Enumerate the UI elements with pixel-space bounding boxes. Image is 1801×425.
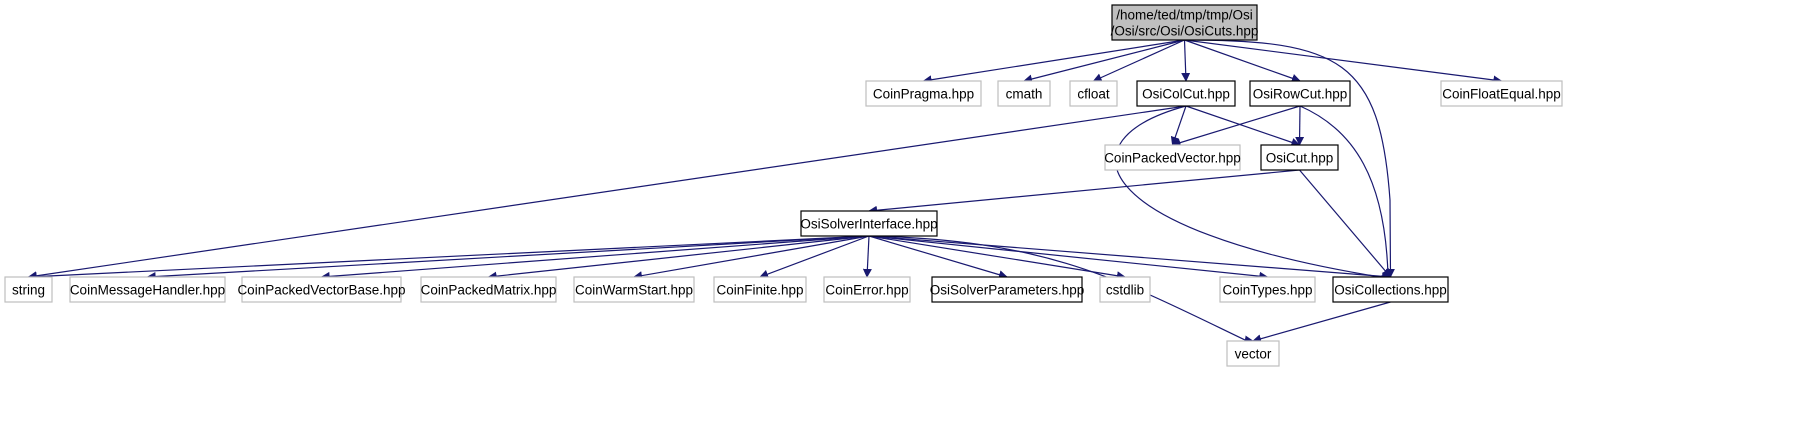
edge-osisolverinterface-to-coinpackedvectorbase bbox=[320, 235, 870, 281]
node-cmath: cmath bbox=[997, 80, 1051, 107]
node-cfloat: cfloat bbox=[1069, 80, 1118, 107]
node-osisolverparameters[interactable]: OsiSolverParameters.hpp bbox=[930, 276, 1085, 303]
edge-osicut-to-osisolverinterface bbox=[868, 169, 1300, 215]
node-box-coinpragma bbox=[865, 80, 982, 107]
edge-osisolverinterface-to-string bbox=[27, 235, 870, 282]
node-label-root-line-2: /Osi/src/Osi/OsiCuts.hpp bbox=[1111, 24, 1259, 39]
edge-osicolcut-to-osicut bbox=[1185, 105, 1301, 147]
edge-osisolverinterface-to-coinpackedmatrix bbox=[487, 235, 870, 281]
node-label-coinpackedvector: CoinPackedVector.hpp bbox=[1104, 151, 1241, 166]
node-box-osicolcut bbox=[1136, 80, 1236, 107]
node-label-coinpackedvectorbase: CoinPackedVectorBase.hpp bbox=[237, 283, 405, 298]
node-label-coinfloatequal: CoinFloatEqual.hpp bbox=[1442, 87, 1561, 102]
node-cstdlib: cstdlib bbox=[1099, 276, 1151, 303]
node-coinfloatequal: CoinFloatEqual.hpp bbox=[1440, 80, 1563, 107]
node-label-root-line-1: /home/ted/tmp/tmp/Osi bbox=[1116, 8, 1253, 23]
node-box-coinpackedvectorbase bbox=[241, 276, 402, 303]
node-coinwarmstart: CoinWarmStart.hpp bbox=[573, 276, 695, 303]
node-box-osicut bbox=[1260, 144, 1339, 171]
node-label-cstdlib: cstdlib bbox=[1106, 283, 1144, 298]
node-coinpackedvector: CoinPackedVector.hpp bbox=[1104, 144, 1241, 171]
node-label-coinfinite: CoinFinite.hpp bbox=[716, 283, 803, 298]
edge-osisolverinterface-to-cointypes bbox=[868, 235, 1269, 281]
node-box-osisolverinterface bbox=[800, 210, 938, 237]
edges-layer bbox=[27, 39, 1503, 345]
node-box-coinpackedmatrix bbox=[420, 276, 557, 303]
node-label-osisolverparameters: OsiSolverParameters.hpp bbox=[930, 283, 1085, 298]
node-box-coinwarmstart bbox=[573, 276, 695, 303]
node-box-cmath bbox=[997, 80, 1051, 107]
edge-root-to-cmath bbox=[1023, 39, 1185, 84]
node-osicut[interactable]: OsiCut.hpp bbox=[1260, 144, 1339, 171]
nodes-layer: /home/ted/tmp/tmp/Osi/Osi/src/Osi/OsiCut… bbox=[4, 4, 1563, 367]
node-box-string bbox=[4, 276, 53, 303]
edge-osicolcut-to-coinpackedvector bbox=[1170, 105, 1187, 146]
edge-root-to-osirowcut bbox=[1184, 39, 1301, 83]
node-label-coinpragma: CoinPragma.hpp bbox=[873, 87, 974, 102]
node-label-coinwarmstart: CoinWarmStart.hpp bbox=[575, 283, 693, 298]
node-box-coinfinite bbox=[713, 276, 807, 303]
node-box-osirowcut bbox=[1249, 80, 1351, 107]
edge-root-to-coinfloatequal bbox=[1184, 39, 1503, 85]
edge-osisolverinterface-to-coinerror bbox=[862, 235, 872, 278]
node-box-coinerror bbox=[823, 276, 911, 303]
node-label-osirowcut: OsiRowCut.hpp bbox=[1253, 87, 1348, 102]
node-box-osisolverparameters bbox=[931, 276, 1083, 303]
node-box-cointypes bbox=[1219, 276, 1316, 303]
node-label-cfloat: cfloat bbox=[1077, 87, 1110, 102]
edge-root-to-coinpragma bbox=[922, 39, 1185, 85]
node-label-osisolverinterface: OsiSolverInterface.hpp bbox=[800, 217, 937, 232]
node-coinerror: CoinError.hpp bbox=[823, 276, 911, 303]
node-box-coinfloatequal bbox=[1440, 80, 1563, 107]
edge-osisolverinterface-to-cstdlib bbox=[868, 235, 1126, 281]
node-coinpackedvectorbase: CoinPackedVectorBase.hpp bbox=[237, 276, 406, 303]
edge-osicut-to-osicollections bbox=[1299, 169, 1392, 278]
node-box-osicollections bbox=[1332, 276, 1449, 303]
node-osirowcut[interactable]: OsiRowCut.hpp bbox=[1249, 80, 1351, 107]
node-box-cstdlib bbox=[1099, 276, 1151, 303]
node-cointypes: CoinTypes.hpp bbox=[1219, 276, 1316, 303]
node-coinpackedmatrix: CoinPackedMatrix.hpp bbox=[420, 276, 557, 303]
node-string: string bbox=[4, 276, 53, 303]
edge-osisolverinterface-to-coinwarmstart bbox=[633, 235, 870, 281]
node-label-coinpackedmatrix: CoinPackedMatrix.hpp bbox=[421, 283, 557, 298]
edge-osisolverinterface-to-coinmessagehandler bbox=[146, 235, 870, 282]
node-label-cmath: cmath bbox=[1006, 87, 1043, 102]
node-osicolcut[interactable]: OsiColCut.hpp bbox=[1136, 80, 1236, 107]
node-coinmessagehandler: CoinMessageHandler.hpp bbox=[69, 276, 226, 303]
node-label-cointypes: CoinTypes.hpp bbox=[1222, 283, 1312, 298]
node-coinfinite: CoinFinite.hpp bbox=[713, 276, 807, 303]
edge-osicollections-to-vector bbox=[1252, 301, 1391, 344]
edge-root-to-osicolcut bbox=[1181, 39, 1191, 82]
node-label-osicut: OsiCut.hpp bbox=[1266, 151, 1334, 166]
node-label-coinmessagehandler: CoinMessageHandler.hpp bbox=[70, 283, 225, 298]
edge-osirowcut-to-coinpackedvector bbox=[1171, 105, 1301, 147]
node-osicollections[interactable]: OsiCollections.hpp bbox=[1332, 276, 1449, 303]
edge-root-to-cfloat bbox=[1092, 39, 1185, 82]
edge-osisolverinterface-to-vector bbox=[868, 235, 1254, 345]
node-osisolverinterface[interactable]: OsiSolverInterface.hpp bbox=[800, 210, 938, 237]
node-vector: vector bbox=[1226, 340, 1280, 367]
edge-root-to-osicollections bbox=[1184, 39, 1395, 278]
node-label-osicollections: OsiCollections.hpp bbox=[1334, 283, 1447, 298]
edge-osisolverinterface-to-coinfinite bbox=[759, 235, 870, 279]
node-label-string: string bbox=[12, 283, 45, 298]
node-label-coinerror: CoinError.hpp bbox=[825, 283, 908, 298]
node-box-coinpackedvector bbox=[1104, 144, 1241, 171]
edge-osicolcut-to-string bbox=[27, 105, 1187, 281]
edge-osirowcut-to-osicut bbox=[1295, 105, 1305, 146]
edge-osicolcut-to-osicollections bbox=[1114, 105, 1392, 282]
edge-osirowcut-to-osicollections bbox=[1299, 105, 1392, 278]
edge-osisolverinterface-to-osicollections bbox=[868, 235, 1392, 281]
node-box-root bbox=[1111, 4, 1258, 41]
node-box-cfloat bbox=[1069, 80, 1118, 107]
node-box-coinmessagehandler bbox=[69, 276, 226, 303]
edge-osisolverinterface-to-osisolverparameters bbox=[868, 235, 1008, 280]
node-label-vector: vector bbox=[1235, 347, 1272, 362]
node-box-vector bbox=[1226, 340, 1280, 367]
node-root[interactable]: /home/ted/tmp/tmp/Osi/Osi/src/Osi/OsiCut… bbox=[1111, 4, 1259, 41]
node-label-osicolcut: OsiColCut.hpp bbox=[1142, 87, 1230, 102]
node-coinpragma: CoinPragma.hpp bbox=[865, 80, 982, 107]
